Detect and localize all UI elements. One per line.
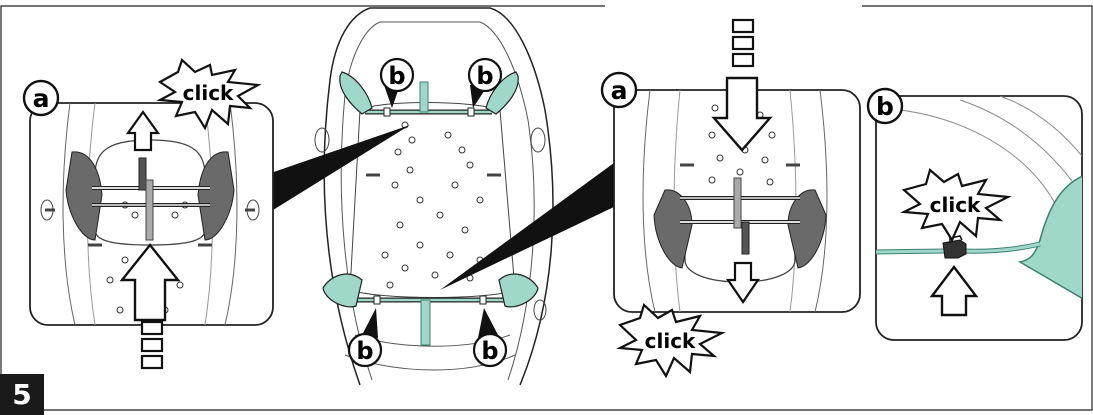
step-number-badge: 5 [0, 374, 44, 415]
callout-a-left: a [24, 81, 58, 115]
click-burst-icon: click [620, 305, 722, 376]
motion-squares-icon [142, 322, 162, 368]
callout-letter: a [33, 84, 50, 113]
callout-letter: b [481, 337, 498, 365]
callout-a-right: a [602, 73, 636, 107]
callout-letter: a [611, 76, 628, 105]
click-text: click [930, 193, 981, 217]
callout-b-panel: b [868, 89, 902, 123]
detail-panel-a-left [30, 103, 273, 325]
click-text: click [645, 329, 696, 353]
callout-letter: b [876, 92, 894, 121]
callout-letter: b [356, 337, 373, 365]
callout-letter: b [476, 62, 493, 90]
detail-panel-a-right [614, 78, 860, 312]
callout-letter: b [388, 62, 405, 90]
stroller-top-view: b b b b [315, 8, 553, 385]
click-text: click [183, 81, 234, 105]
motion-squares-icon [733, 20, 753, 66]
